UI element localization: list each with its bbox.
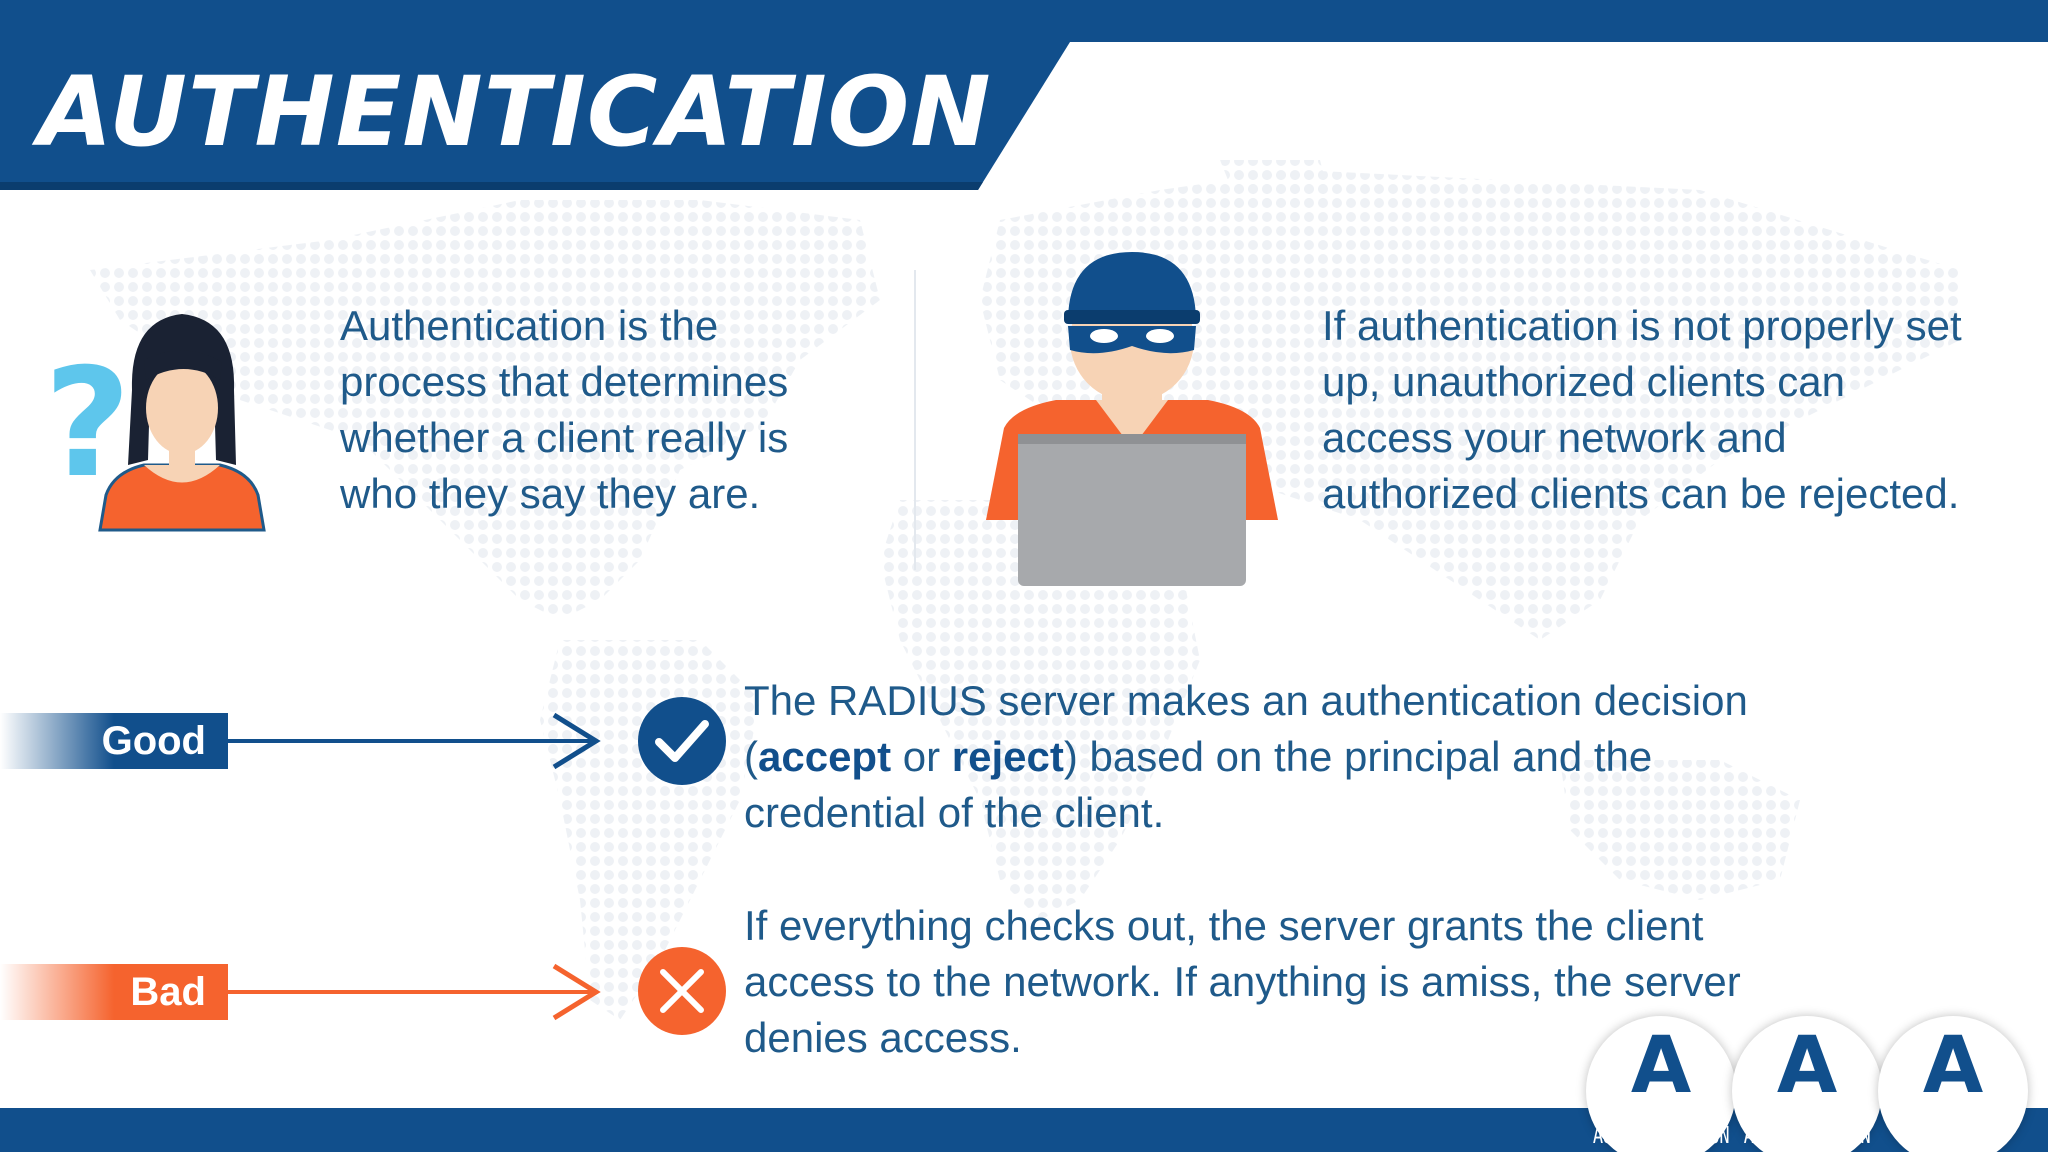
aaa-letter: A (1922, 1021, 1984, 1111)
aaa-letter: A (1630, 1021, 1692, 1111)
x-circle-icon (638, 947, 726, 1035)
good-line-1: The RADIUS server makes an authenticatio… (744, 677, 1748, 724)
title-banner (0, 42, 1070, 190)
bad-description: If everything checks out, the server gra… (744, 898, 1924, 1066)
aaa-badge-authorization: A AUTHORIZATION (1726, 1010, 1888, 1152)
bad-line-1: If everything checks out, the server gra… (744, 902, 1704, 949)
aaa-badge-group: A AUTHENTICATION A AUTHORIZATION A ACCOU… (1580, 1010, 2048, 1152)
reject-keyword: reject (951, 733, 1064, 780)
good-line-3: credential of the client. (744, 789, 1165, 836)
aaa-badge-authentication: A AUTHENTICATION (1580, 1010, 1742, 1152)
aaa-caption: AUTHENTICATION (1592, 1122, 1730, 1150)
checkmark-circle-icon (638, 697, 726, 785)
bad-label: Bad (0, 964, 228, 1020)
accept-keyword: accept (758, 733, 892, 780)
aaa-letter: A (1776, 1021, 1838, 1111)
person-question-icon: ? (44, 314, 266, 532)
risk-text: If authentication is not properly set up… (1322, 302, 1962, 517)
bad-line-3: denies access. (744, 1014, 1022, 1061)
good-arrow-icon (226, 712, 601, 770)
good-description: The RADIUS server makes an authenticatio… (744, 673, 1924, 841)
definition-text: Authentication is the process that deter… (340, 302, 789, 517)
masked-hacker-laptop-icon (986, 252, 1278, 586)
aaa-badge-accounting: A ACCOUNTING (1872, 1010, 2034, 1152)
good-label: Good (0, 713, 228, 769)
page-title: AUTHENTICATION (38, 56, 992, 168)
bad-line-2: access to the network. If anything is am… (744, 958, 1741, 1005)
aaa-caption: ACCOUNTING (1904, 1122, 2002, 1150)
top-bar (0, 0, 2048, 42)
good-line-2: (accept or reject) based on the principa… (744, 733, 1653, 780)
aaa-caption: AUTHORIZATION (1743, 1122, 1871, 1150)
column-divider (914, 270, 916, 570)
bad-arrow-icon (226, 963, 601, 1021)
